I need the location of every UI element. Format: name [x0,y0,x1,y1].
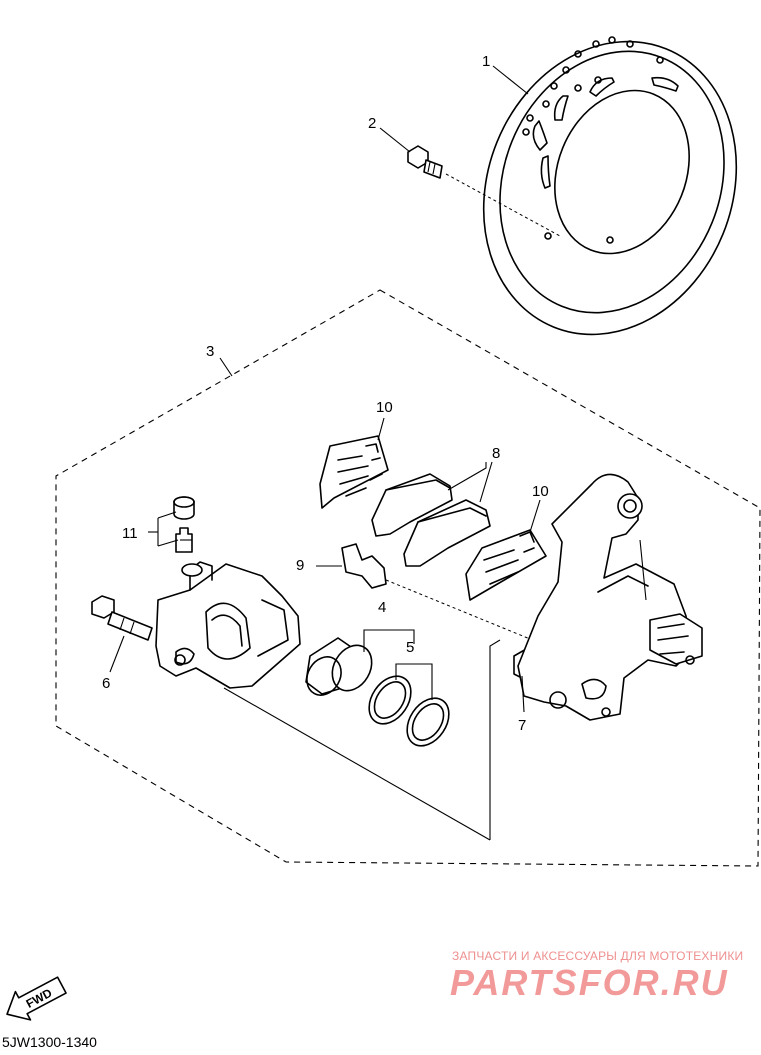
callout-8: 8 [492,445,500,462]
pad-spring-left [319,435,389,509]
watermark-logo: PARTSFOR.RU [450,962,729,1003]
caliper-piston [305,637,373,696]
callout-numbers: 1 2 3 10 8 10 11 9 4 5 6 7 [102,53,549,734]
disc-bolt [407,145,561,237]
brake-disc [482,36,738,336]
piston-seals [368,675,450,747]
caliper-bracket [517,473,703,721]
forward-direction-arrow: FWD [6,976,67,1021]
brake-pads [371,473,491,567]
callout-7: 7 [518,717,526,734]
callout-10-right: 10 [532,483,549,500]
caliper-assembly-boundary [55,289,761,867]
caliper-bolt [91,595,153,641]
bleed-screw-and-cap [173,496,195,553]
disc-holes [522,36,664,244]
pad-spring-right [465,529,547,601]
callout-10-left: 10 [376,399,393,416]
watermark-tagline: ЗАПЧАСТИ И АКСЕССУАРЫ ДЛЯ МОТОТЕХНИКИ [452,949,744,963]
callout-5: 5 [406,639,414,656]
callout-1: 1 [482,53,490,70]
diagram-code: 5JW1300-1340 [2,1034,97,1050]
callout-11: 11 [122,525,138,542]
callout-9: 9 [296,557,304,574]
pad-retaining-clip [341,543,553,649]
callout-leaders [109,65,541,713]
caliper-body [155,561,301,689]
callout-3: 3 [206,343,214,360]
callout-6: 6 [102,675,110,692]
callout-4: 4 [378,599,386,616]
callout-2: 2 [368,115,376,132]
